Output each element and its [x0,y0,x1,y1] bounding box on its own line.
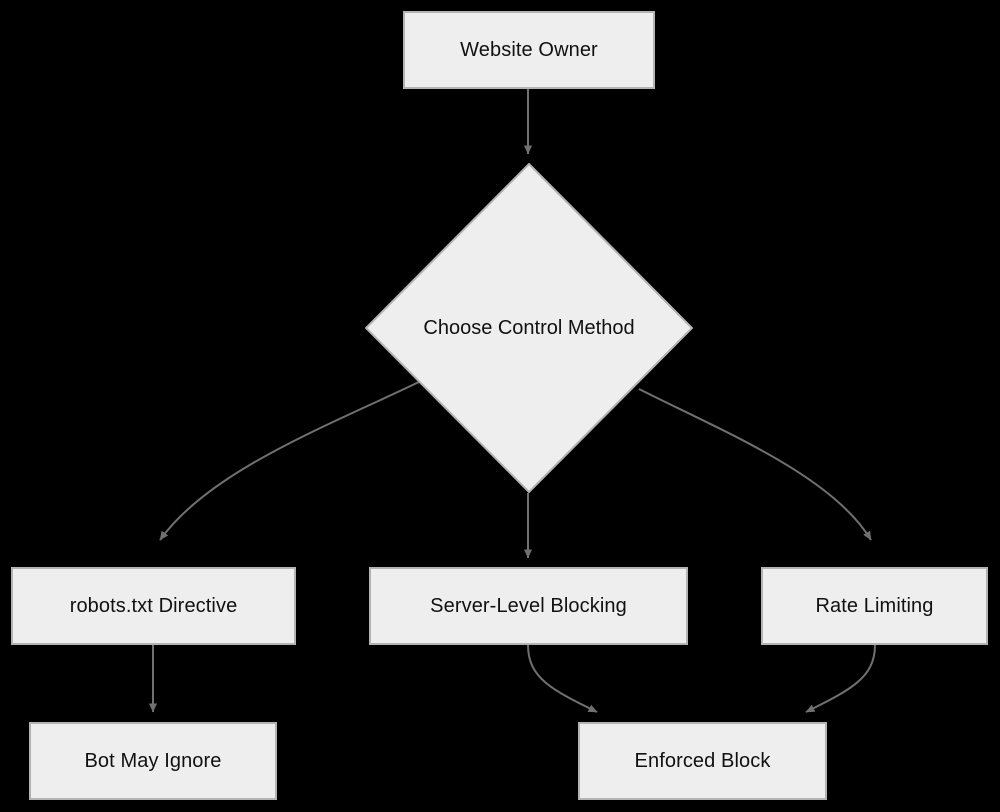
node-website-owner-label: Website Owner [460,39,598,61]
node-bot-may-ignore-label: Bot May Ignore [84,750,222,772]
node-bot-may-ignore[interactable]: Bot May Ignore [29,722,277,800]
node-enforced-block[interactable]: Enforced Block [578,722,827,800]
node-server-level-blocking[interactable]: Server-Level Blocking [369,567,688,645]
node-rate-limiting[interactable]: Rate Limiting [761,567,988,645]
diamond-shape [365,163,693,493]
edge-choose-to-rate [638,388,872,541]
node-server-level-blocking-label: Server-Level Blocking [430,595,627,617]
node-choose-control-method[interactable]: Choose Control Method [365,163,693,493]
node-website-owner[interactable]: Website Owner [403,11,655,89]
node-enforced-block-label: Enforced Block [634,750,771,772]
edge-rate-to-enforced [805,644,876,713]
edge-server-to-enforced [527,644,598,713]
node-robots-txt-directive-label: robots.txt Directive [69,595,238,617]
node-choose-control-method-label: Choose Control Method [423,317,635,339]
node-rate-limiting-label: Rate Limiting [815,595,934,617]
edge-choose-to-robots [159,380,422,541]
node-robots-txt-directive[interactable]: robots.txt Directive [11,567,296,645]
